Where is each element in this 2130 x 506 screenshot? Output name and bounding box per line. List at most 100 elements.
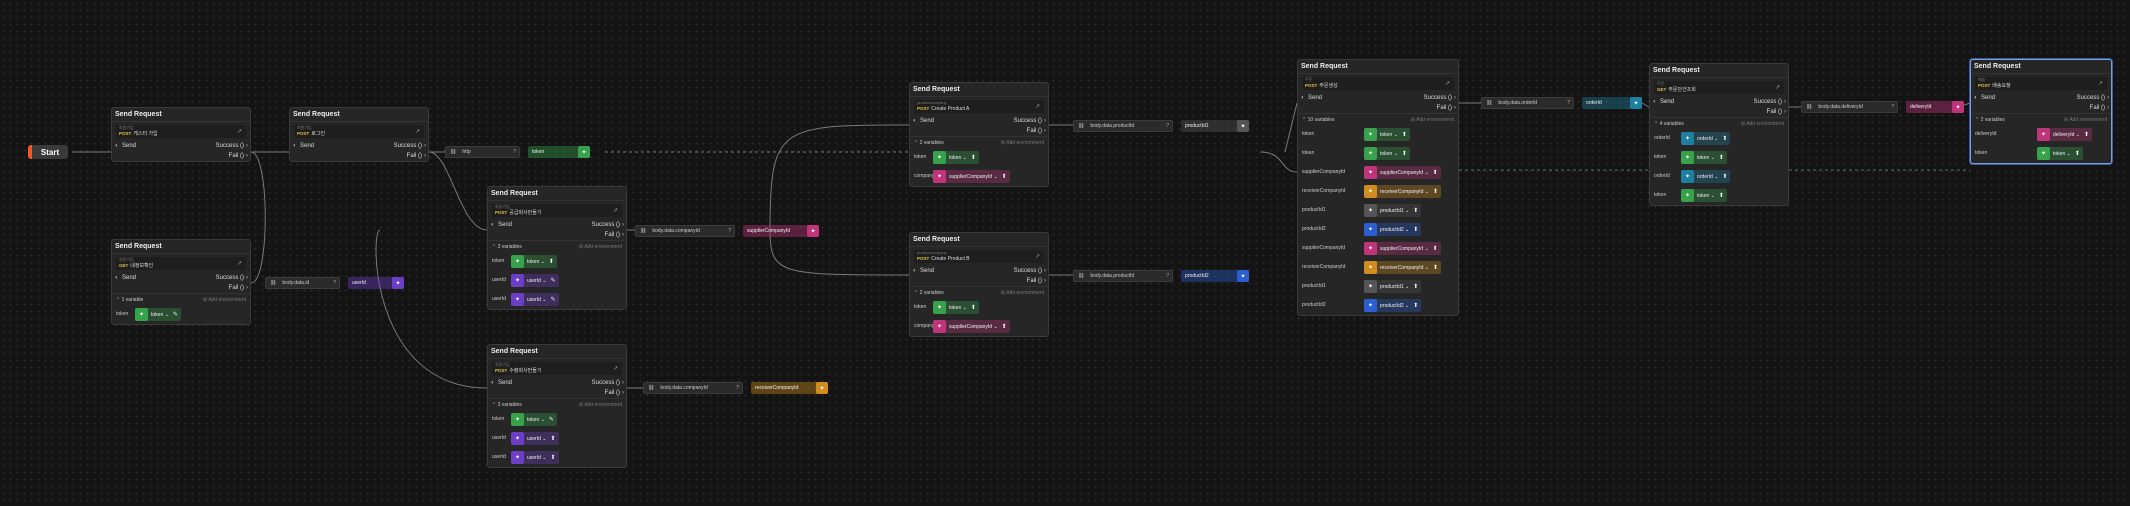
fail-port-icon[interactable]: › bbox=[2107, 105, 2109, 111]
pencil-icon[interactable]: ✎ bbox=[550, 297, 556, 303]
input-port-icon[interactable]: ◐ bbox=[913, 118, 917, 124]
pin-icon[interactable]: ⬆ bbox=[1722, 174, 1728, 180]
variable-value-chip[interactable]: ✦productId2 ⌄⬆ bbox=[1364, 223, 1422, 236]
variable-value-chip[interactable]: ✦token ⌄⬆ bbox=[2037, 147, 2083, 160]
success-port-icon[interactable]: › bbox=[1044, 118, 1046, 124]
add-environment-button[interactable]: ⊞ Add environment bbox=[578, 244, 622, 250]
pin-icon[interactable]: ⬆ bbox=[1432, 170, 1438, 176]
variable-value-chip[interactable]: ✦token ⌄⬆ bbox=[1364, 147, 1410, 160]
variable-tag[interactable]: receiverCompanyId✦ bbox=[751, 382, 828, 394]
pin-icon[interactable]: ⬆ bbox=[1722, 136, 1728, 142]
variable-value-chip[interactable]: ✦userId ⌄✎ bbox=[511, 274, 559, 287]
success-port-icon[interactable]: › bbox=[1454, 95, 1456, 101]
response-extraction[interactable]: ⛓ body.data.id? userId✦ bbox=[265, 277, 404, 289]
fail-port-icon[interactable]: › bbox=[1044, 128, 1046, 134]
add-environment-button[interactable]: ⊞ Add environment bbox=[202, 297, 246, 303]
fail-port-icon[interactable]: › bbox=[246, 153, 248, 159]
success-port-icon[interactable]: › bbox=[424, 143, 426, 149]
extraction-path[interactable]: ⛓ http? bbox=[445, 146, 520, 158]
pin-icon[interactable]: ⬆ bbox=[970, 305, 976, 311]
add-environment-button[interactable]: ⊞ Add environment bbox=[1740, 121, 1784, 127]
open-link-icon[interactable]: ↗ bbox=[236, 261, 242, 267]
add-environment-button[interactable]: ⊞ Add environment bbox=[578, 402, 622, 408]
add-environment-button[interactable]: ⊞ Add environment bbox=[1410, 117, 1454, 123]
variable-value-chip[interactable]: ✦supplierCompanyId ⌄⬆ bbox=[933, 170, 1010, 183]
response-extraction[interactable]: ⛓ body.data.companyId? receiverCompanyId✦ bbox=[643, 382, 828, 394]
variable-value-chip[interactable]: ✦token ⌄✎ bbox=[135, 308, 181, 321]
fail-port-icon[interactable]: › bbox=[246, 285, 248, 291]
pencil-icon[interactable]: ✎ bbox=[548, 417, 554, 423]
response-extraction[interactable]: ⛓ body.data.productId?productId2✦ bbox=[1073, 270, 1249, 282]
pin-icon[interactable]: ⬆ bbox=[1413, 303, 1419, 309]
variable-value-chip[interactable]: ✦supplierCompanyId ⌄⬆ bbox=[1364, 166, 1441, 179]
pin-icon[interactable]: ⬆ bbox=[1718, 193, 1724, 199]
variables-header[interactable]: ⌃ 2 variables⊞ Add environment bbox=[910, 286, 1048, 298]
variable-value-chip[interactable]: ✦productId1 ⌄⬆ bbox=[1364, 280, 1422, 293]
pin-icon[interactable]: ⬆ bbox=[1401, 132, 1407, 138]
pin-icon[interactable]: ⬆ bbox=[1401, 151, 1407, 157]
fail-port-icon[interactable]: › bbox=[1044, 278, 1046, 284]
pin-icon[interactable]: ⬆ bbox=[1001, 324, 1007, 330]
success-port-icon[interactable]: › bbox=[246, 143, 248, 149]
start-node[interactable]: Start bbox=[28, 145, 68, 159]
variables-header[interactable]: ⌃ 4 variables⊞ Add environment bbox=[1650, 117, 1788, 129]
variable-value-chip[interactable]: ✦supplierCompanyId ⌄⬆ bbox=[933, 320, 1010, 333]
extraction-path[interactable]: ⛓ body.data.deliveryId? bbox=[1801, 101, 1898, 113]
extraction-path[interactable]: ⛓ body.data.id? bbox=[265, 277, 340, 289]
pencil-icon[interactable]: ✎ bbox=[550, 278, 556, 284]
variable-tag[interactable]: userId✦ bbox=[348, 277, 404, 289]
input-port-icon[interactable]: ◐ bbox=[1653, 99, 1657, 105]
input-port-icon[interactable]: ◐ bbox=[491, 222, 495, 228]
success-port-icon[interactable]: › bbox=[246, 275, 248, 281]
open-link-icon[interactable]: ↗ bbox=[2097, 81, 2103, 87]
extraction-path[interactable]: ⛓ body.data.companyId? bbox=[635, 225, 735, 237]
pin-icon[interactable]: ⬆ bbox=[2074, 151, 2080, 157]
add-environment-button[interactable]: ⊞ Add environment bbox=[2063, 117, 2107, 123]
variable-value-chip[interactable]: ✦token ⌄⬆ bbox=[511, 255, 557, 268]
success-port-icon[interactable]: › bbox=[622, 222, 624, 228]
response-extraction[interactable]: ⛓ http?token✦ bbox=[445, 146, 590, 158]
variable-value-chip[interactable]: ✦userId ⌄⬆ bbox=[511, 451, 559, 464]
open-link-icon[interactable]: ↗ bbox=[1034, 104, 1040, 110]
pin-icon[interactable]: ⬆ bbox=[1413, 284, 1419, 290]
response-extraction[interactable]: ⛓ body.data.companyId?supplierCompanyId✦ bbox=[635, 225, 819, 237]
pin-icon[interactable]: ⬆ bbox=[550, 436, 556, 442]
open-link-icon[interactable]: ↗ bbox=[612, 208, 618, 214]
variable-value-chip[interactable]: ✦userId ⌄✎ bbox=[511, 293, 559, 306]
success-port-icon[interactable]: › bbox=[1784, 99, 1786, 105]
variable-tag[interactable]: orderId✦ bbox=[1582, 97, 1642, 109]
variable-value-chip[interactable]: ✦token ⌄⬆ bbox=[933, 151, 979, 164]
add-environment-button[interactable]: ⊞ Add environment bbox=[1000, 290, 1044, 296]
pin-icon[interactable]: ⬆ bbox=[550, 455, 556, 461]
extraction-path[interactable]: ⛓ body.data.orderId? bbox=[1481, 97, 1574, 109]
variable-tag[interactable]: productId1✦ bbox=[1181, 120, 1249, 132]
variables-header[interactable]: ⌃ 2 variables⊞ Add environment bbox=[910, 136, 1048, 148]
variable-value-chip[interactable]: ✦productId1 ⌄⬆ bbox=[1364, 204, 1422, 217]
extraction-path[interactable]: ⛓ body.data.productId? bbox=[1073, 120, 1173, 132]
variable-value-chip[interactable]: ✦productId2 ⌄⬆ bbox=[1364, 299, 1422, 312]
fail-port-icon[interactable]: › bbox=[1454, 105, 1456, 111]
input-port-icon[interactable]: ◐ bbox=[913, 268, 917, 274]
extraction-path[interactable]: ⛓ body.data.companyId? bbox=[643, 382, 743, 394]
pin-icon[interactable]: ⬆ bbox=[1001, 174, 1007, 180]
pencil-icon[interactable]: ✎ bbox=[172, 312, 178, 318]
success-port-icon[interactable]: › bbox=[1044, 268, 1046, 274]
fail-port-icon[interactable]: › bbox=[424, 153, 426, 159]
